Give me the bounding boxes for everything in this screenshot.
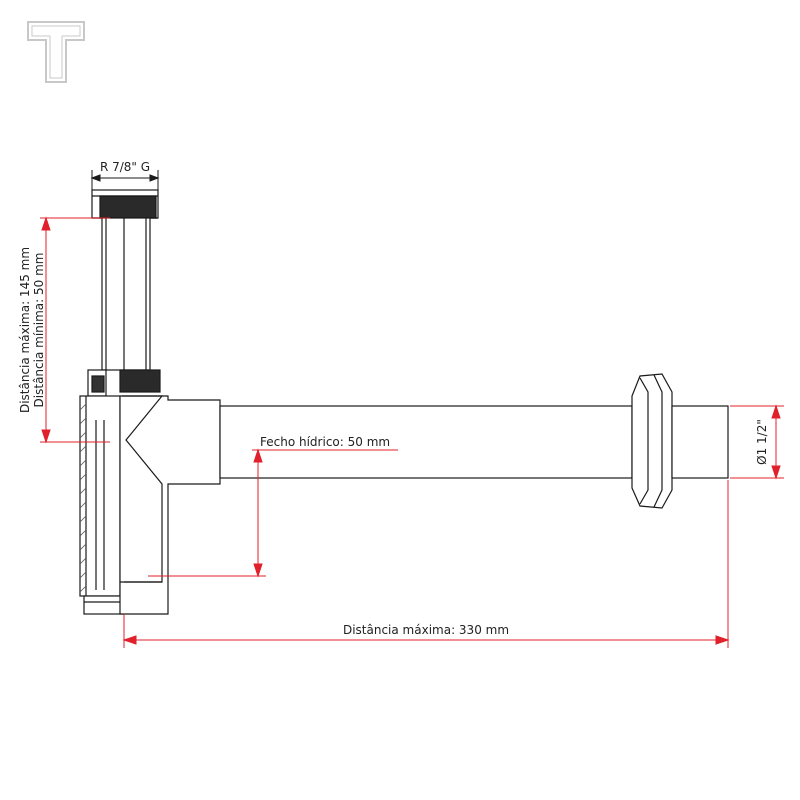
brand-logo <box>27 21 85 83</box>
lower-nut <box>119 369 161 393</box>
thread-label: R 7/8" G <box>100 160 150 174</box>
water-seal-label: Fecho hídrico: 50 mm <box>260 435 390 449</box>
cup-hatch <box>79 403 87 593</box>
max-length-label: Distância máxima: 330 mm <box>343 623 509 637</box>
inlet-tube <box>101 217 151 371</box>
diameter-label: Ø1 1/2" <box>755 419 769 465</box>
pipe-end <box>671 405 729 479</box>
max-height-label: Distância máxima: 145 mm <box>18 247 32 413</box>
wall-flange <box>631 373 673 509</box>
dimension-lines <box>40 216 784 648</box>
siphon-body <box>79 189 729 615</box>
trap-casing <box>119 395 221 615</box>
min-height-label: Distância mínima: 50 mm <box>32 253 46 408</box>
outlet-pipe <box>219 405 633 479</box>
thread-dimension <box>90 170 160 190</box>
